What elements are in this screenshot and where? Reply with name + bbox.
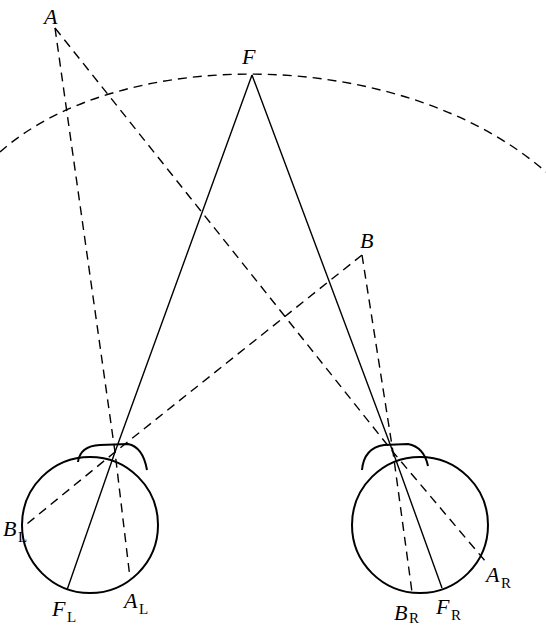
retina-label: B — [394, 602, 407, 624]
retina-label: F — [436, 596, 449, 618]
ray-a-right — [55, 28, 486, 562]
retina-subscript: L — [139, 602, 148, 617]
ray-b-left — [22, 255, 362, 528]
retina-label: F — [52, 598, 65, 620]
horopter-arc — [0, 74, 546, 172]
retina-subscript: L — [18, 530, 27, 545]
fixation-ray-right — [252, 75, 442, 588]
ray-a-left — [55, 28, 130, 578]
ray-b-right — [362, 255, 412, 592]
retina-subscript: R — [409, 611, 419, 626]
retina-label: A — [486, 564, 499, 586]
left-cornea — [78, 444, 147, 470]
fixation-ray-left — [67, 75, 252, 590]
point-label: B — [360, 230, 373, 252]
retina-subscript: L — [67, 610, 76, 625]
point-label: F — [242, 46, 255, 68]
point-label: A — [44, 6, 57, 28]
retina-subscript: R — [501, 576, 511, 591]
retina-label: A — [124, 590, 137, 612]
retina-label: B — [3, 518, 16, 540]
retina-subscript: R — [451, 608, 461, 623]
